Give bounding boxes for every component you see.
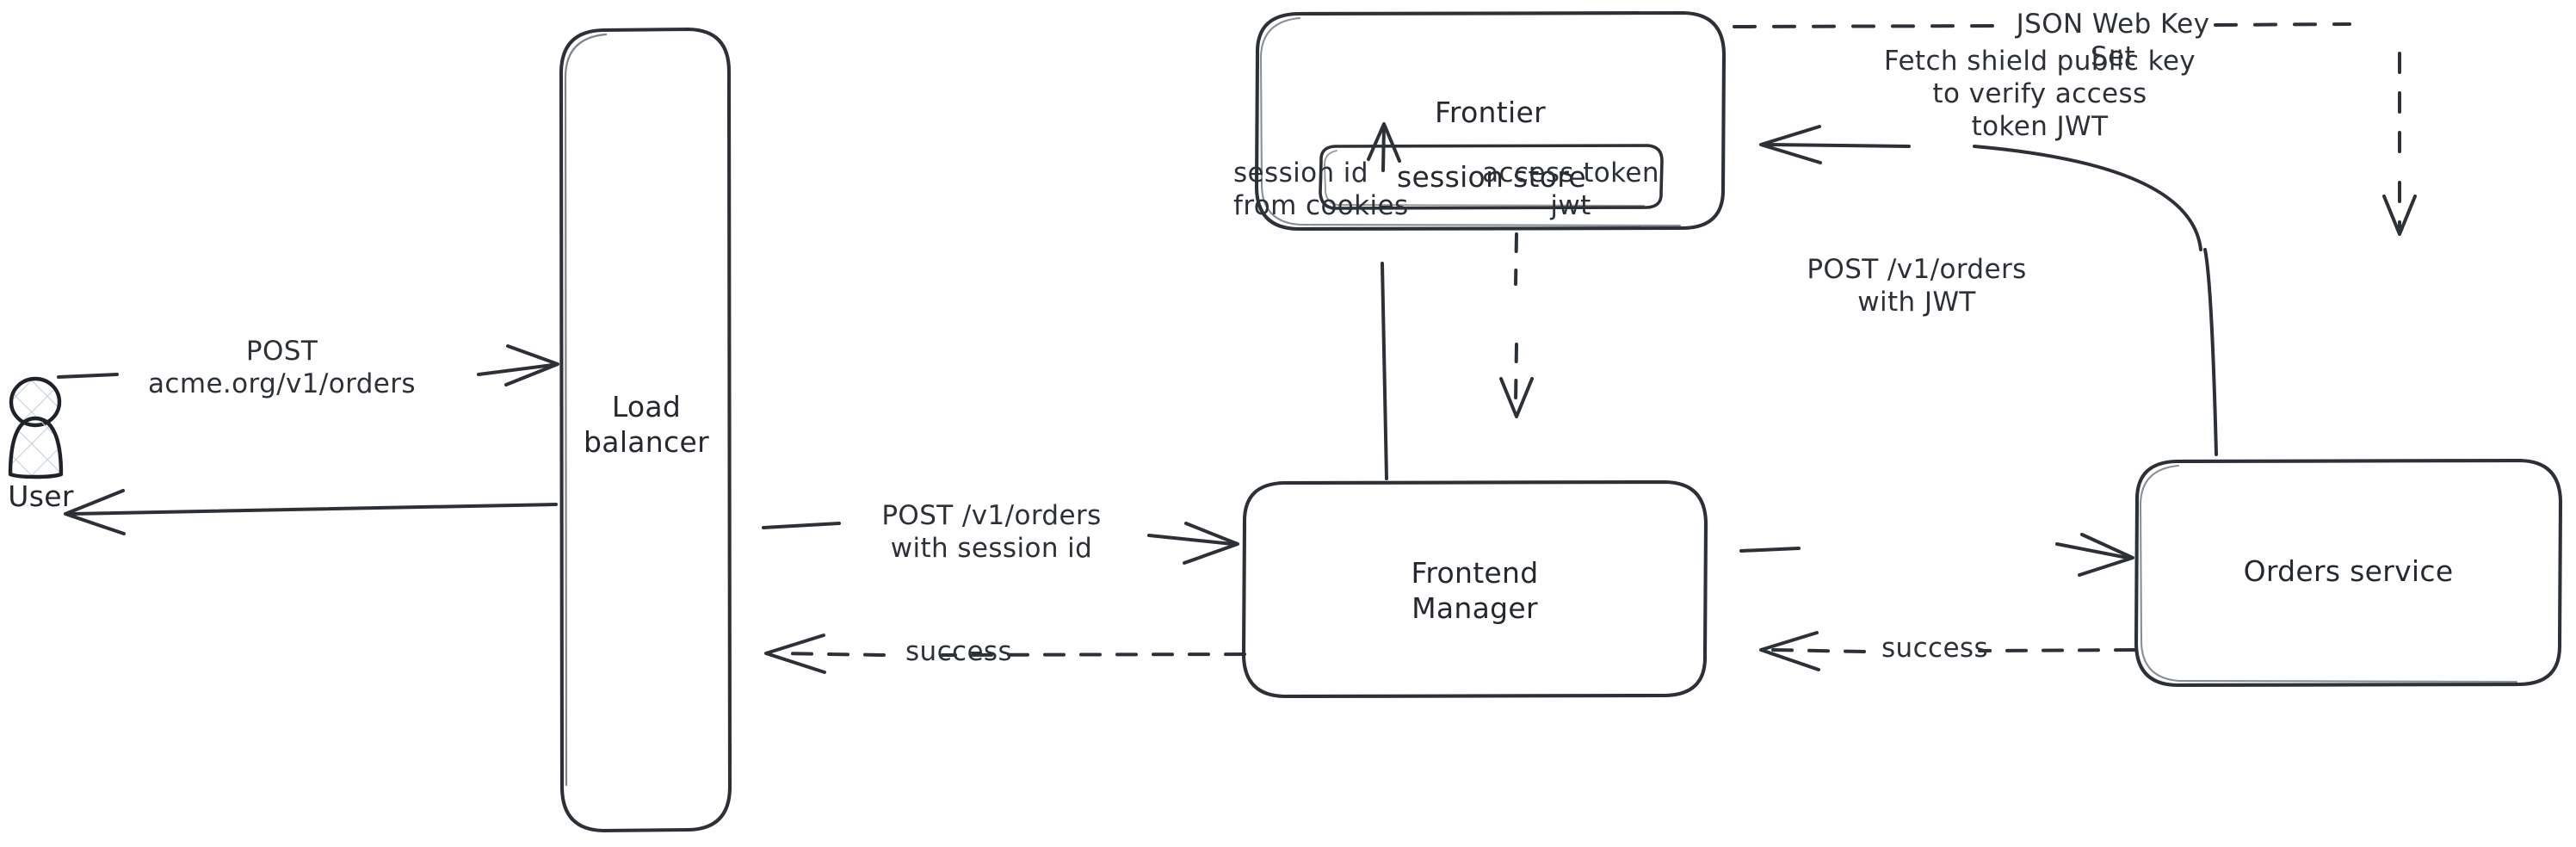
- node-label-load-balancer: Load balancer: [584, 390, 709, 460]
- node-frontend-manager-shape[interactable]: [1241, 479, 1708, 699]
- edge-jwks-to-orders-service: [1733, 22, 2417, 236]
- node-orders-service-shape[interactable]: [2134, 458, 2563, 688]
- node-label-user: User: [8, 479, 74, 513]
- node-label-frontier: Frontier: [1435, 96, 1546, 129]
- edge-label-frontend-manager-to-frontier: session id from cookies: [1233, 158, 1409, 221]
- edge-label-user-to-load-balancer: POST acme.org/v1/orders: [148, 336, 416, 399]
- edge-label-orders-service-to-frontier: Fetch shield public key to verify access…: [1883, 46, 2196, 142]
- edge-label-jwks: JSON Web Key Set: [2016, 9, 2210, 72]
- node-label-orders-service: Orders service: [2243, 554, 2454, 588]
- edge-orders-service-to-frontend-manager: [1759, 631, 2136, 671]
- edge-frontend-manager-to-orders-service: [1739, 533, 2134, 577]
- edge-label-load-balancer-to-frontend-manager: POST /v1/orders with session id: [881, 500, 1102, 564]
- edge-user-to-load-balancer: [57, 344, 559, 386]
- edge-label-orders-service-to-frontend-manager: success: [1881, 633, 1989, 664]
- edge-frontend-manager-to-frontier: [1367, 122, 1401, 480]
- user-avatar-icon: [8, 376, 64, 479]
- node-label-session-store: session store: [1396, 160, 1586, 194]
- edge-frontend-manager-to-load-balancer: [764, 634, 1246, 674]
- edge-frontier-to-frontend-manager: [1499, 232, 1534, 418]
- edge-label-frontend-manager-to-load-balancer: success: [905, 636, 1013, 667]
- edge-load-balancer-to-frontend-manager: [762, 522, 1239, 565]
- node-label-frontend-manager: Frontend Manager: [1411, 556, 1539, 626]
- node-load-balancer-shape[interactable]: [559, 27, 732, 833]
- node-session-store-shape[interactable]: [1319, 144, 1664, 210]
- edge-label-fm-orders: POST /v1/orders with JWT: [1807, 254, 2027, 318]
- edge-load-balancer-to-user: [64, 489, 558, 535]
- edge-label-frontier-to-frontend-manager: access token jwt: [1482, 158, 1659, 221]
- edge-orders-service-to-frontier: [1759, 125, 2218, 456]
- node-frontier-shape[interactable]: [1254, 10, 1727, 232]
